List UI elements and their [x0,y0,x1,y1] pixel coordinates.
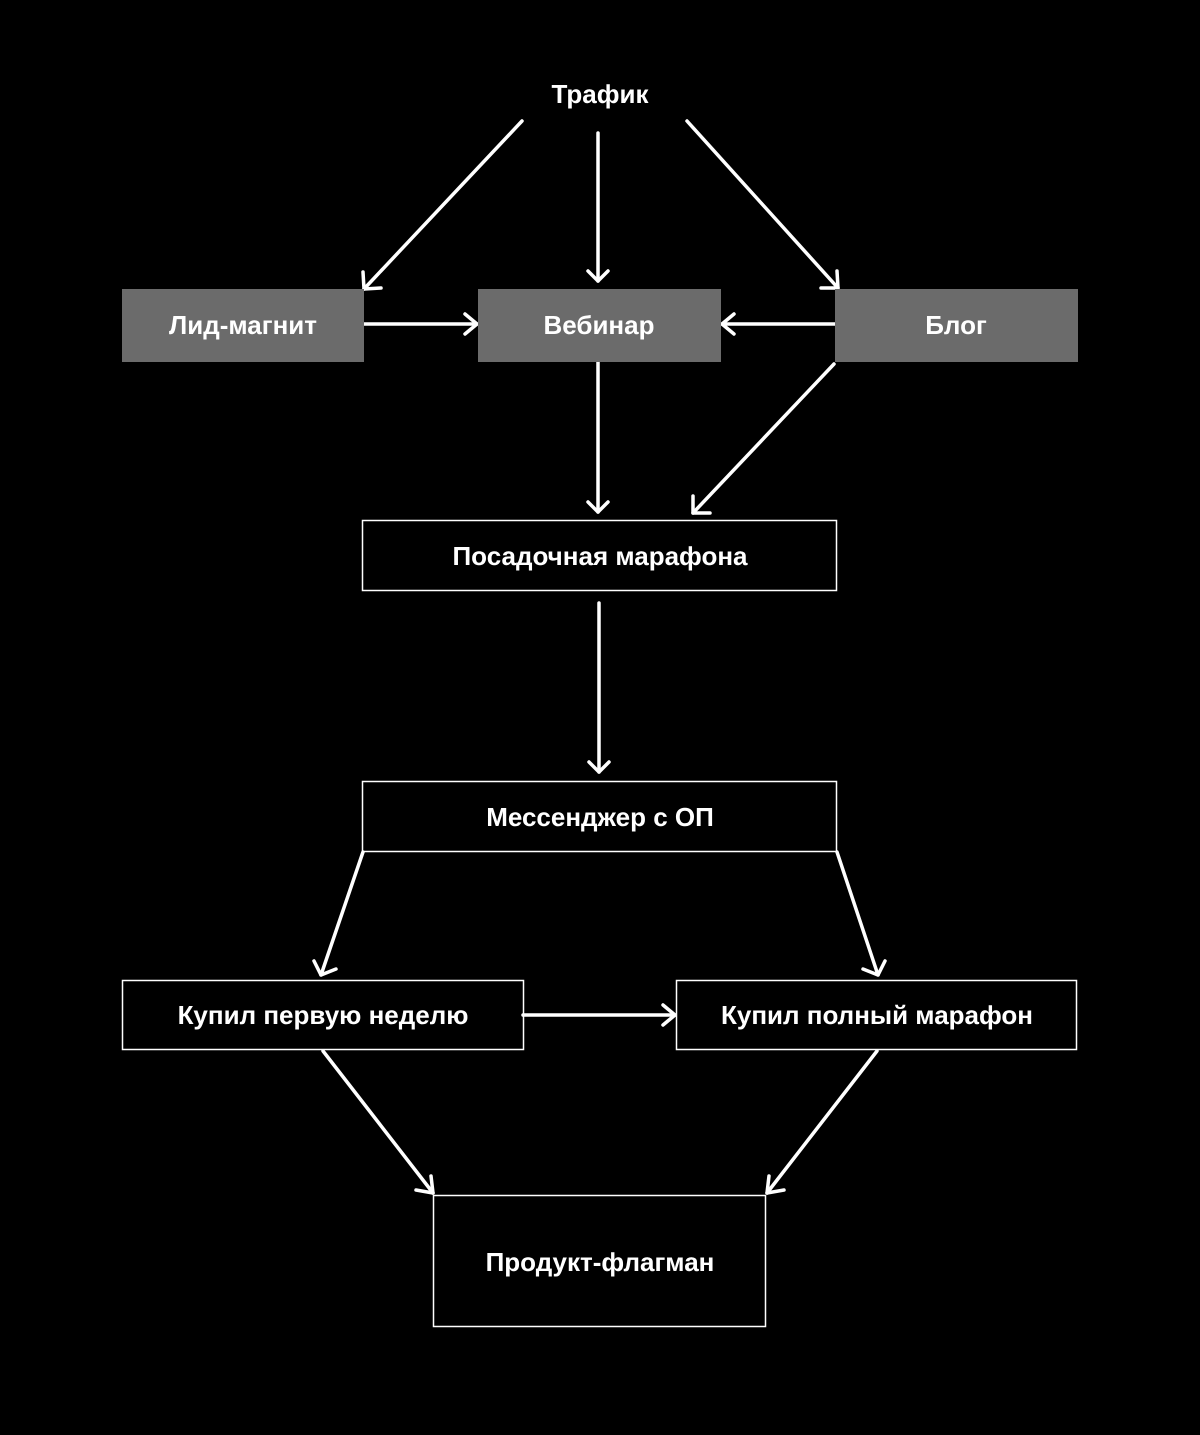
nodes: Трафик Лид-магнит Вебинар Блог Посадочна… [121,79,1078,1328]
node-messenger-label: Мессенджер с ОП [486,802,714,832]
node-first-week-box [121,979,525,1051]
node-full-marathon-label: Купил полный марафон [721,1000,1033,1030]
node-marathon-landing-label: Посадочная марафона [452,541,748,571]
edge-messenger-to-first-week [312,850,365,977]
edge-lead-magnet-to-webinar [362,312,479,336]
node-blog: Блог [835,289,1078,362]
node-lead-magnet-box [122,289,364,362]
node-lead-magnet: Лид-магнит [122,289,364,362]
node-flagship-label: Продукт-флагман [486,1247,715,1277]
edge-webinar-to-landing [586,360,610,514]
edge-first-week-to-flagship [321,1049,435,1195]
node-webinar-box [478,289,721,362]
node-full-marathon: Купил полный марафон [675,979,1078,1051]
edge-full-marathon-to-flagship [765,1049,879,1195]
edge-landing-to-messenger [587,601,611,774]
node-first-week-label: Купил первую неделю [178,1000,469,1030]
node-flagship-box [432,1194,767,1328]
node-blog-label: Блог [925,310,987,340]
edges [312,119,887,1195]
node-first-week: Купил первую неделю [121,979,525,1051]
edge-traffic-to-lead-magnet [361,119,524,291]
node-webinar-label: Вебинар [544,310,655,340]
node-marathon-landing: Посадочная марафона [361,519,838,592]
edge-first-week-to-full-marathon [521,1003,677,1027]
node-messenger: Мессенджер с ОП [361,780,838,853]
node-blog-box [835,289,1078,362]
edge-traffic-to-webinar [586,131,610,283]
node-traffic: Трафик [552,79,650,109]
edge-blog-to-landing [691,362,836,515]
edge-blog-to-webinar [720,312,837,336]
node-flagship: Продукт-флагман [432,1194,767,1328]
edge-messenger-to-full-marathon [835,850,887,977]
node-full-marathon-box [675,979,1078,1051]
node-messenger-box [361,780,838,853]
node-marathon-landing-box [361,519,838,592]
node-traffic-label: Трафик [552,79,650,109]
edge-traffic-to-blog [685,119,840,290]
node-lead-magnet-label: Лид-магнит [169,310,317,340]
node-webinar: Вебинар [478,289,721,362]
